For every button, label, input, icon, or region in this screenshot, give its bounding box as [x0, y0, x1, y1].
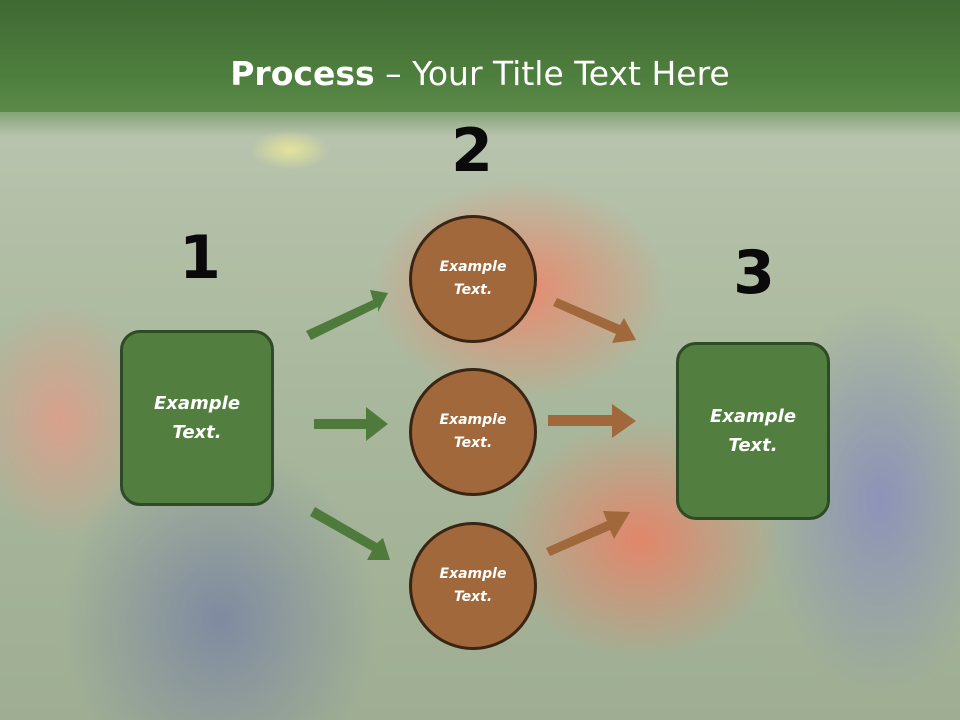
step-number-1: 1 — [179, 223, 221, 293]
arrow-middle-to-right — [548, 404, 636, 438]
step-2-circle-middle: Example Text. — [409, 368, 537, 496]
arrow-bottom-to-right — [546, 511, 630, 556]
title-rest: – Your Title Text Here — [374, 54, 730, 93]
step-number-3: 3 — [733, 238, 775, 308]
circle-bottom-text: Example Text. — [439, 566, 507, 605]
arrow-left-to-top — [306, 290, 388, 340]
step-2-circle-top: Example Text. — [409, 215, 537, 343]
step-3-text: Example Text. — [709, 406, 797, 456]
step-2-circle-bottom: Example Text. — [409, 522, 537, 650]
title-bar-fade — [0, 112, 960, 136]
step-1-text: Example Text. — [153, 393, 241, 443]
title-bar — [0, 0, 960, 112]
slide-title: Process – Your Title Text Here — [0, 52, 960, 96]
step-number-2: 2 — [451, 116, 493, 186]
arrow-top-to-right — [553, 298, 636, 343]
circle-top-text: Example Text. — [439, 259, 507, 298]
arrow-left-to-middle — [314, 407, 388, 441]
arrow-left-to-bottom — [310, 507, 390, 560]
step-3-box: Example Text. — [676, 342, 830, 520]
step-1-box: Example Text. — [120, 330, 274, 506]
circle-middle-text: Example Text. — [439, 412, 507, 451]
title-bold: Process — [230, 54, 375, 93]
